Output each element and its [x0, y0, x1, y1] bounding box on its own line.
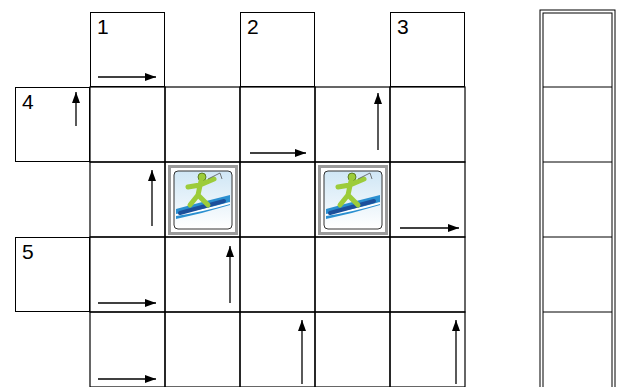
snowboard-picture: [318, 165, 388, 235]
answer-column: [540, 10, 615, 387]
numbered-cell: 2: [240, 12, 315, 87]
clue-number: 5: [22, 241, 34, 262]
clue-number: 3: [397, 16, 409, 37]
numbered-cell: 5: [15, 237, 90, 312]
snowboard-picture: [168, 165, 238, 235]
clue-number: 4: [22, 91, 34, 112]
numbered-cell: 3: [390, 12, 465, 87]
direction-arrows: [76, 77, 459, 384]
numbered-cell: 4: [15, 87, 90, 162]
grid-cells: [90, 87, 465, 387]
clue-number: 2: [247, 16, 259, 37]
clue-number: 1: [97, 16, 109, 37]
numbered-cell: 1: [90, 12, 165, 87]
